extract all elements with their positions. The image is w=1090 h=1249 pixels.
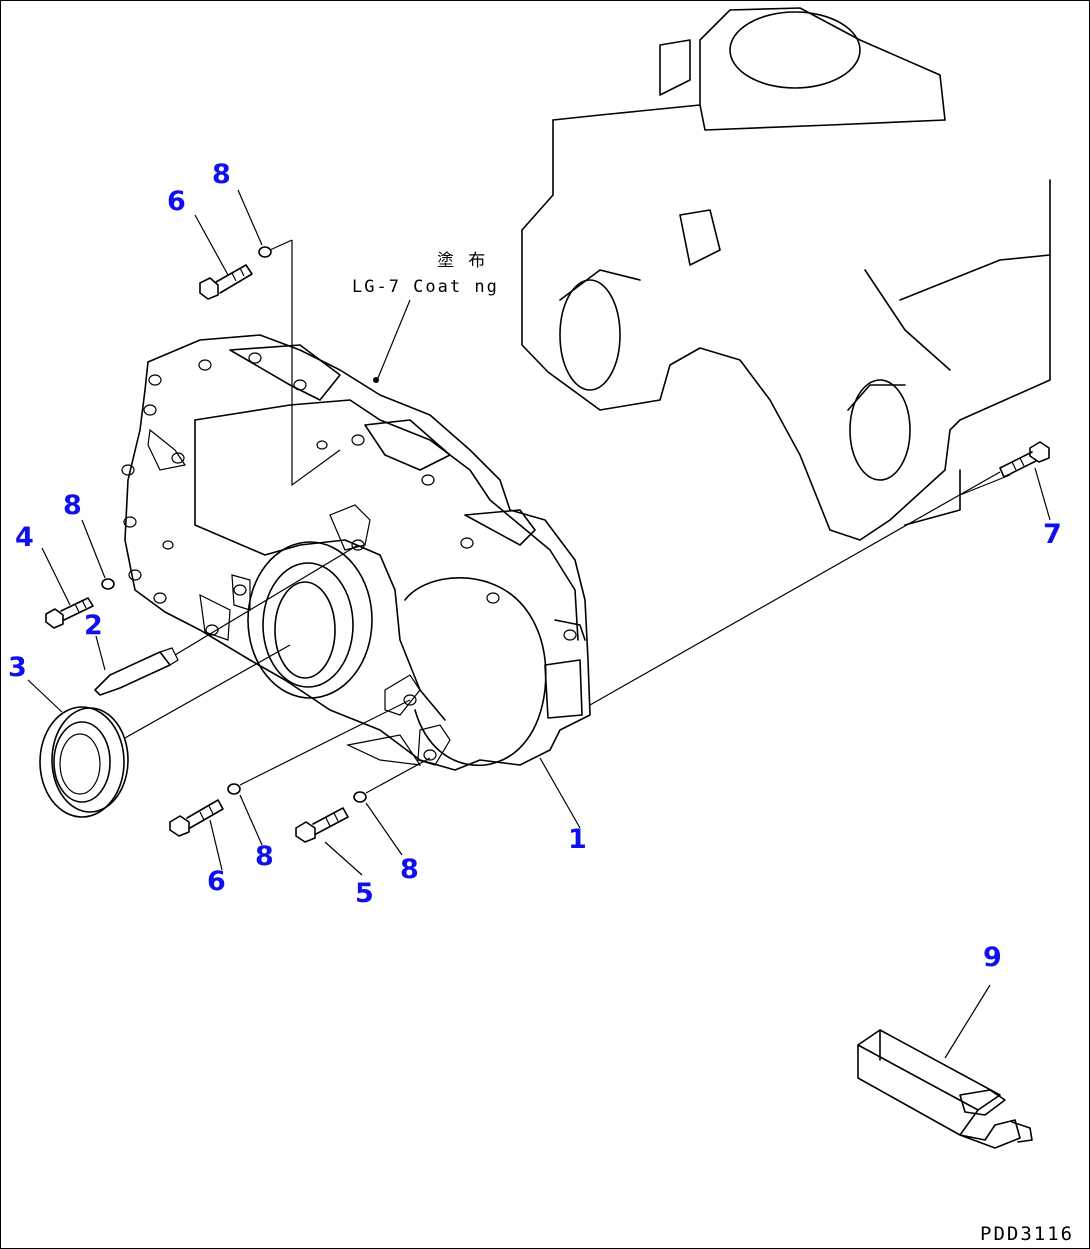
washer-8-left <box>101 578 115 590</box>
washer-8-bottom-right <box>353 791 367 803</box>
callout-5: 5 <box>355 878 374 909</box>
callout-8-left: 8 <box>63 490 82 521</box>
note-english: LG-7 Coat ng <box>352 277 499 297</box>
callout-4: 4 <box>15 522 34 553</box>
callout-labels: 1 2 3 4 5 6 6 7 8 8 8 8 9 <box>8 159 1062 973</box>
callout-6-bottom: 6 <box>207 866 226 897</box>
callout-3: 3 <box>8 652 27 683</box>
callout-2: 2 <box>84 610 103 641</box>
bolt-6-bottom <box>169 699 411 837</box>
callout-8-bottom-right: 8 <box>400 854 419 885</box>
callout-8-bottom-left: 8 <box>255 841 274 872</box>
engine-block <box>521 7 1051 541</box>
drawing-code: PDD3116 <box>980 1223 1074 1245</box>
callout-6-top: 6 <box>167 186 186 217</box>
bolt-5 <box>295 757 431 843</box>
dowel-pin-2 <box>94 544 359 696</box>
bolt-6-top <box>199 246 272 300</box>
washer-8-bottom-left <box>227 783 241 795</box>
callout-7: 7 <box>1043 519 1062 550</box>
front-cover <box>121 334 591 771</box>
leaders <box>27 189 1051 876</box>
bolt-7 <box>589 441 1050 706</box>
note-japanese: 塗 布 <box>437 250 487 271</box>
oil-seal-3 <box>39 644 291 818</box>
washer-8-top <box>258 246 272 258</box>
bolt-4 <box>45 578 115 629</box>
callout-8-top: 8 <box>212 159 231 190</box>
callout-9: 9 <box>983 942 1002 973</box>
sealant-leader <box>269 239 411 487</box>
tool-9 <box>857 984 1033 1149</box>
callout-1: 1 <box>568 824 587 855</box>
